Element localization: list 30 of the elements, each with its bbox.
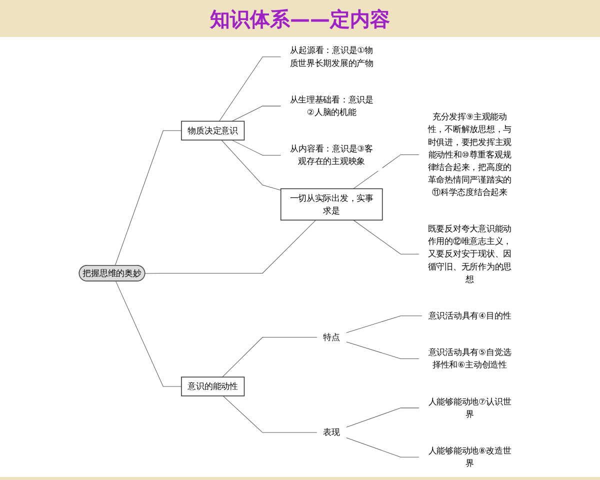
connector: [353, 220, 420, 254]
connector: [346, 342, 420, 360]
node-text: 从生理基础看：意识是②人脑的机能: [290, 94, 374, 118]
connector: [353, 154, 420, 189]
connector: [221, 140, 282, 190]
node-box: 物质决定意识: [181, 120, 245, 140]
connector: [116, 281, 182, 387]
node-text: 既要反对夸大意识能动作用的⑫唯意志主义，又要反对安于现状、因循守旧、无所作为的思想: [428, 224, 512, 284]
connector: [346, 437, 420, 458]
node-box: 意识的能动性: [181, 376, 245, 396]
connector: [346, 408, 420, 428]
node-box: 一切从实际出发，实事求是: [280, 188, 383, 220]
connector: [115, 130, 182, 266]
node-text: 从内容看：意识是③客观存在的主观映象: [290, 144, 374, 166]
connector: [232, 106, 282, 122]
connector: [346, 316, 422, 334]
node-text: 人能够能动地⑦认识世界: [428, 396, 512, 419]
node-text: 意识活动具有⑤自觉选择性和⑥主动创造性: [428, 347, 512, 370]
node-text: 意识活动具有④目的性: [428, 310, 512, 321]
connector: [222, 396, 318, 433]
node-text: 充分发挥⑨主观能动性，不断解放思想，与时俱进，要把发挥主观能动性和⑩尊重客观规律结合起来，把高度的革命热情同严谨踏实的⑪科学态度结合起来: [428, 112, 512, 198]
connector: [222, 337, 318, 378]
node-text: 人能够能动地⑧改造世界: [428, 446, 512, 468]
connector: [232, 140, 282, 156]
node-text: 从起源看：意识是①物质世界长期发展的产物: [290, 45, 374, 68]
connector: [219, 56, 282, 122]
node-text: 表现: [323, 427, 340, 438]
node-text: 特点: [323, 332, 340, 342]
title: 知识体系——定内容: [208, 6, 391, 33]
connector: [145, 220, 316, 274]
